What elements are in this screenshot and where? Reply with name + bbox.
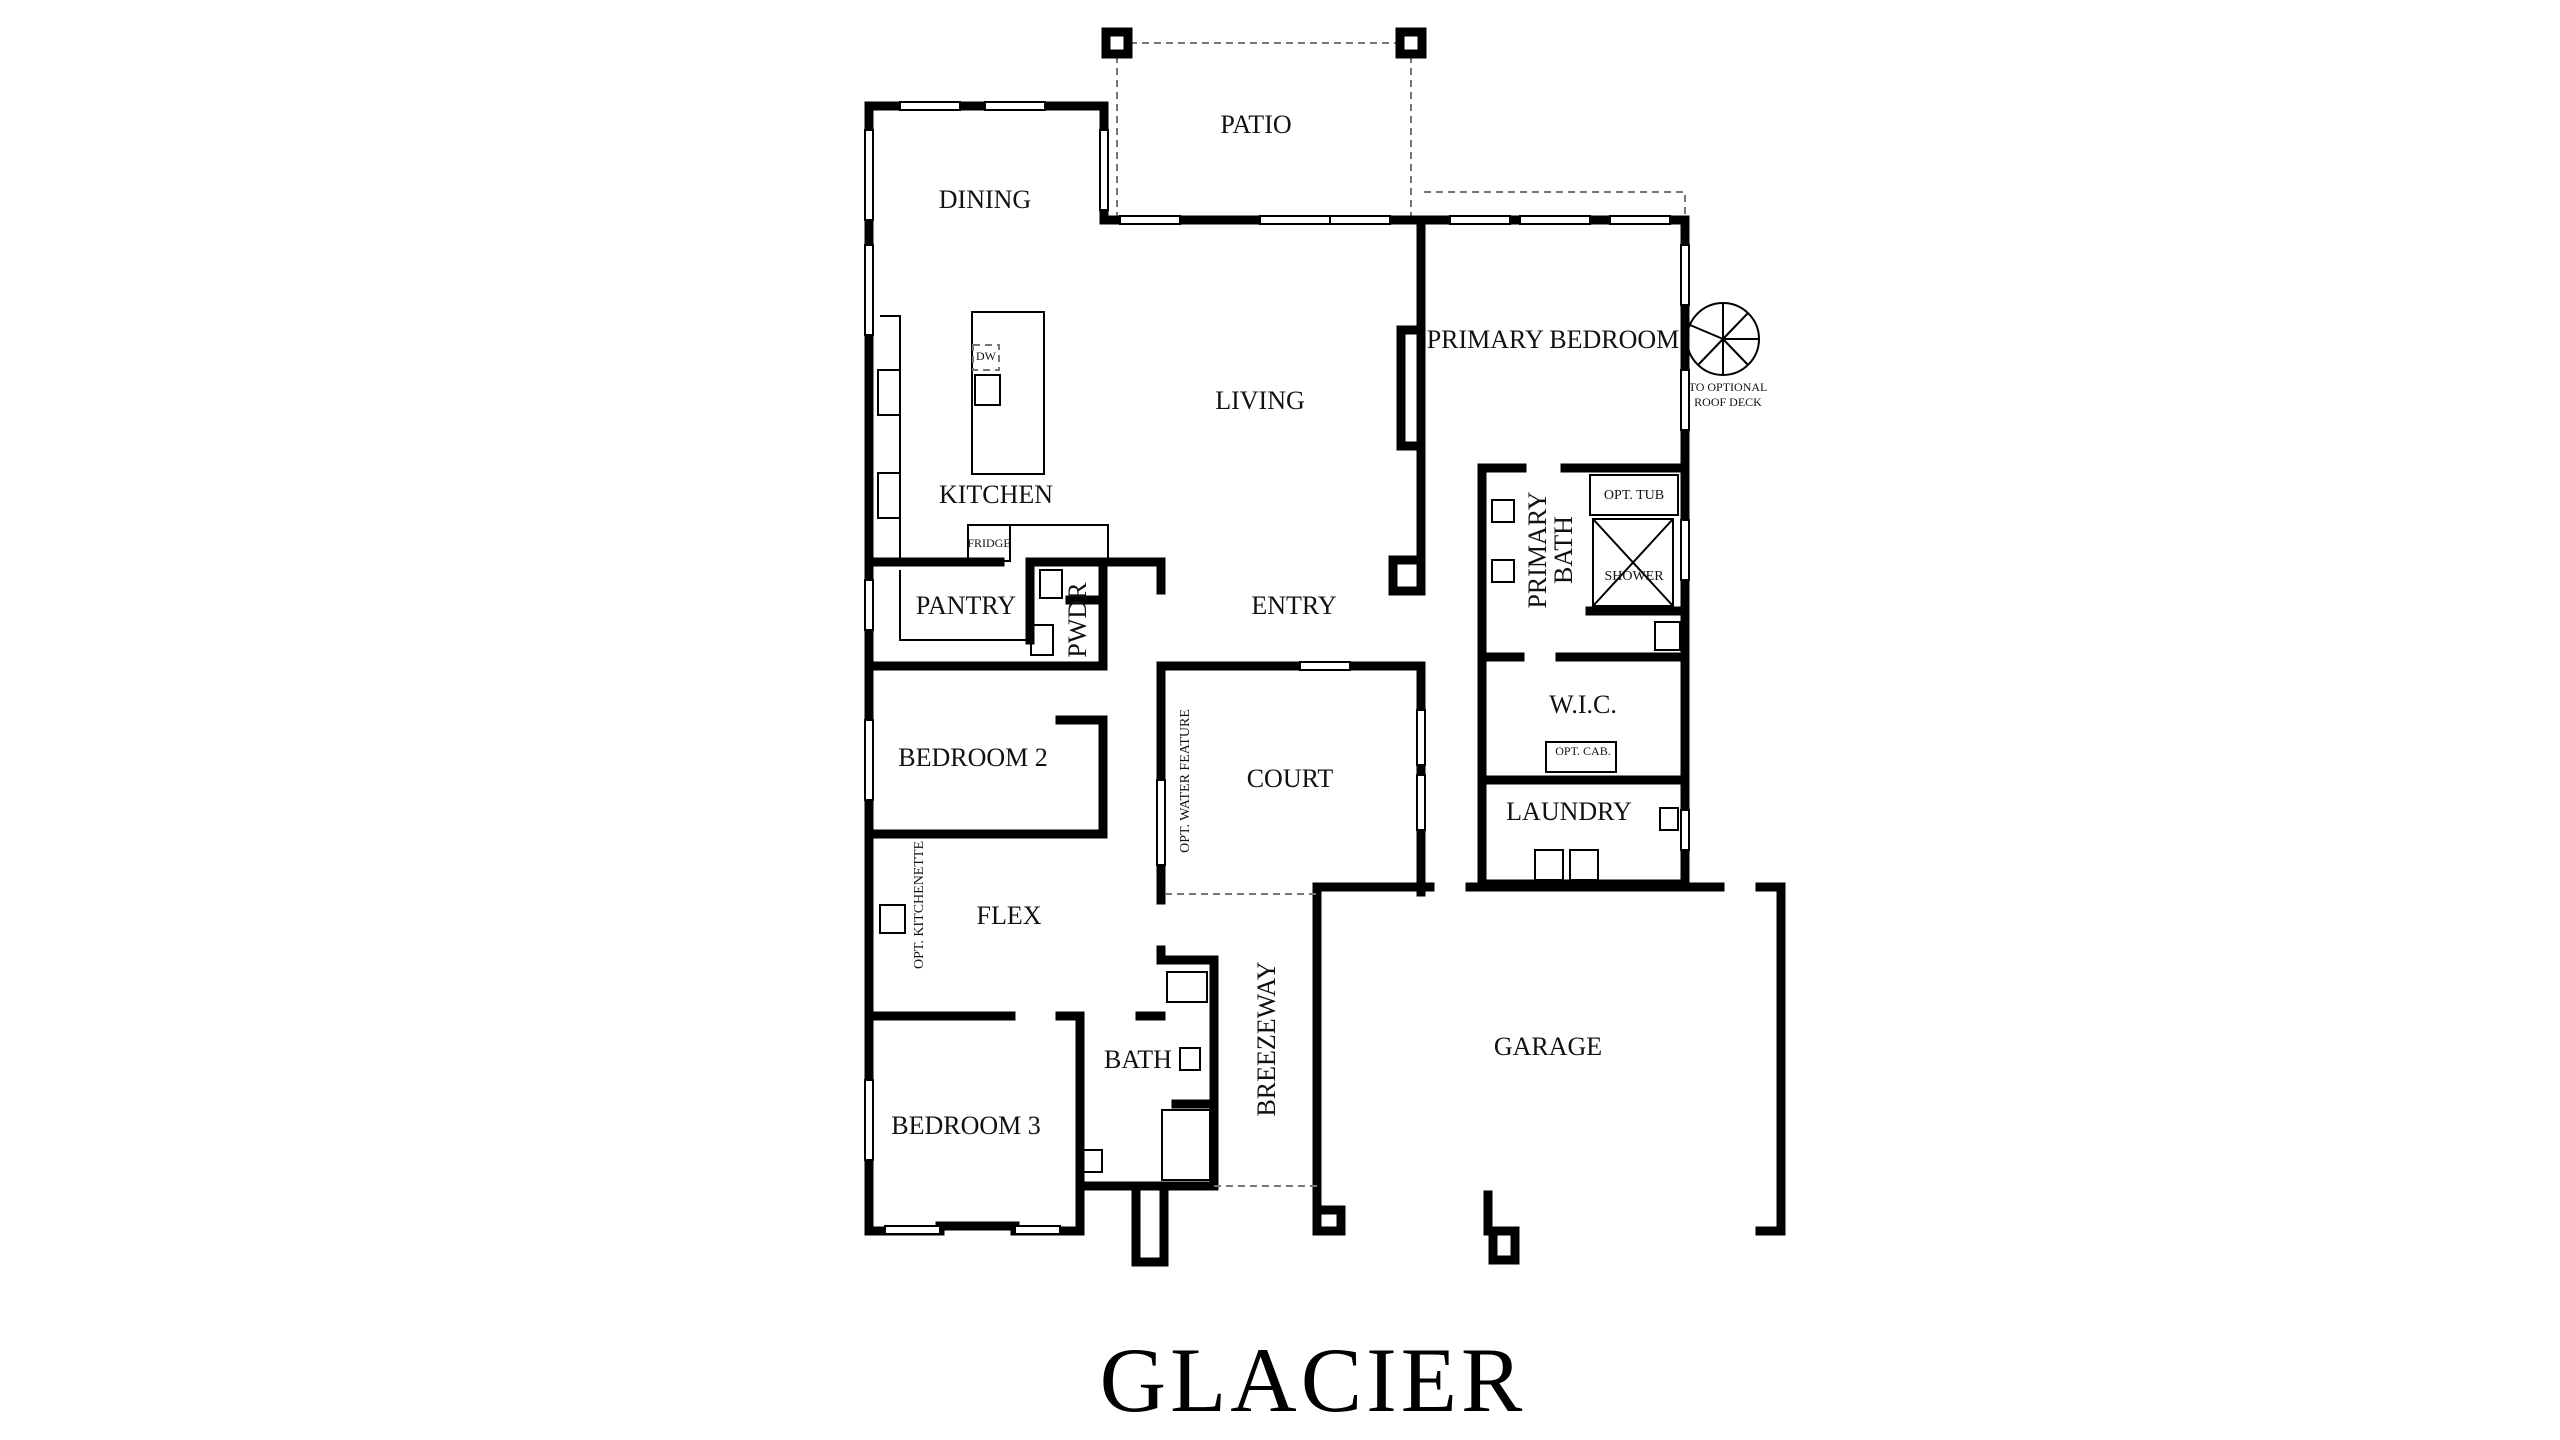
room-label-laundry: LAUNDRY: [1506, 797, 1632, 826]
room-label-entry: ENTRY: [1251, 591, 1336, 620]
room-label-primary-bath-line1: PRIMARY: [1523, 491, 1552, 608]
patio-outline: [1101, 27, 1686, 220]
fixture-label-fridge: FRIDGE: [967, 536, 1010, 550]
room-label-bedroom-2: BEDROOM 2: [898, 743, 1048, 772]
fixture-label-opt-tub: OPT. TUB: [1604, 488, 1664, 503]
room-label-pwdr: PWDR: [1063, 582, 1092, 658]
room-label-court: COURT: [1247, 764, 1334, 793]
room-label-primary-bedroom: PRIMARY BEDROOM: [1427, 325, 1680, 354]
kitchen-fixtures: [877, 311, 1109, 656]
room-label-patio: PATIO: [1220, 110, 1291, 139]
room-label-wic: W.I.C.: [1549, 690, 1617, 719]
fixture-label-opt-cab: OPT. CAB.: [1555, 744, 1610, 758]
room-label-flex: FLEX: [977, 901, 1042, 930]
room-label-living: LIVING: [1215, 386, 1305, 415]
windows: [864, 101, 1690, 1235]
plan-title: GLACIER: [1100, 1329, 1527, 1431]
bath-fixtures: [879, 904, 1211, 1181]
fixture-label-shower: SHOWER: [1604, 569, 1664, 584]
primary-bath-fixtures: [1491, 474, 1681, 881]
room-label-garage: GARAGE: [1494, 1032, 1602, 1061]
room-label-bedroom-3: BEDROOM 3: [891, 1111, 1041, 1140]
roof-deck-note-line1: TO OPTIONAL: [1689, 380, 1768, 394]
fixture-label-dw: DW: [976, 349, 997, 363]
roof-deck-note-line2: ROOF DECK: [1694, 395, 1762, 409]
room-label-breezeway: BREEZEWAY: [1252, 961, 1281, 1116]
room-label-kitchen: KITCHEN: [939, 480, 1053, 509]
room-label-primary-bath-line2: BATH: [1549, 516, 1578, 584]
room-label-pantry: PANTRY: [916, 591, 1016, 620]
room-label-bath: BATH: [1104, 1045, 1172, 1074]
walls: [864, 101, 1786, 1267]
fixture-label-opt-kitchenette: OPT. KITCHENETTE: [912, 841, 927, 969]
breezeway-outline: [1165, 893, 1317, 1187]
room-label-dining: DINING: [939, 185, 1031, 214]
fixture-label-opt-water-feature: OPT. WATER FEATURE: [1178, 709, 1193, 853]
spiral-stair-icon: [1686, 302, 1760, 376]
